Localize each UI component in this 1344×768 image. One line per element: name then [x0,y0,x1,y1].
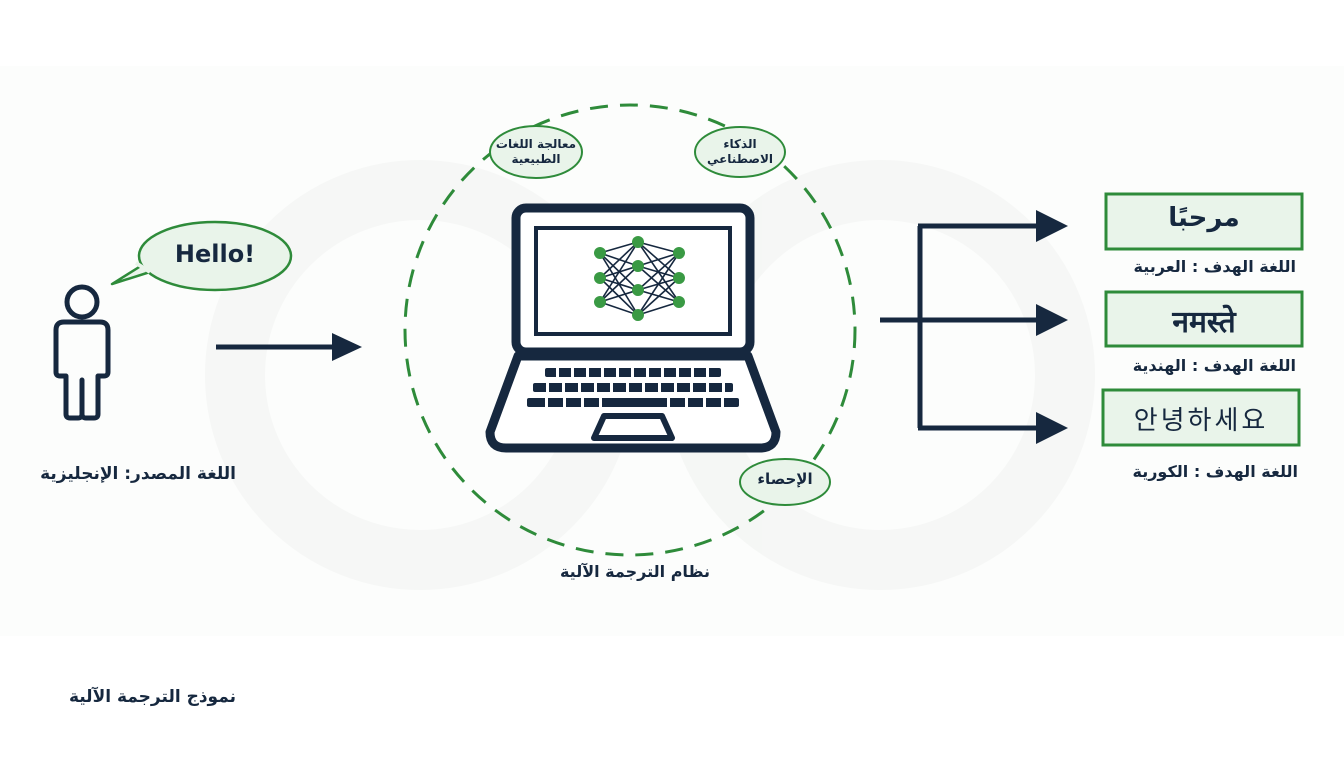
neural-node [632,309,644,321]
neural-link [599,289,639,303]
neural-link [637,301,680,316]
neural-node [632,260,644,272]
target-box-arabic [1104,192,1304,251]
output-arrowheads [1036,210,1068,444]
target-text-korean: 안녕하세요 [1133,406,1269,436]
input-arrow [216,333,362,361]
neural-link [637,241,680,254]
neural-node [673,296,685,308]
tag-statistics-line1: الإحصاء [757,470,813,488]
speech-bubble-text: Hello! [174,240,256,268]
target-label-arabic: اللغة الهدف : العربية [1133,257,1296,276]
neural-node [632,284,644,296]
laptop-icon [485,203,781,453]
neural-node [673,247,685,259]
neural-link [637,252,680,267]
neural-link [599,241,639,303]
neural-link [599,301,639,316]
neural-node [594,296,606,308]
neural-link [637,252,680,316]
neural-network-icon [594,236,685,321]
neural-node [594,272,606,284]
laptop-touchpad [591,413,675,441]
footer-title: نموذج الترجمة الآلية [68,687,236,707]
source-language-label: اللغة المصدر: الإنجليزية [40,464,236,484]
tag-ai-line2: الاصطناعي [706,152,774,166]
target-text-arabic: مرحبًا [1168,203,1240,233]
neural-link [637,252,680,291]
neural-link [637,277,680,316]
neural-link [599,241,639,254]
tag-nlp-line1: معالجة اللغات [495,137,577,151]
neural-node [673,272,685,284]
tag-ai-line1: الذكاء [723,137,757,151]
target-box-hindi [1104,290,1304,348]
speech-bubble [110,220,293,292]
tag-ai-text: الذكاء الاصطناعي [696,137,784,167]
target-label-hindi: اللغة الهدف : الهندية [1132,356,1296,375]
tag-nlp-line2: الطبيعية [511,152,561,166]
person-icon [53,284,111,421]
tag-ai [694,126,786,178]
system-label: نظام الترجمة الآلية [559,562,711,581]
system-boundary-circle [403,103,857,557]
output-arrows [880,223,1042,431]
target-text-hindi: नमस्ते [1172,305,1236,340]
tag-nlp [489,125,583,179]
target-box-korean [1101,388,1301,447]
neural-link [599,241,639,279]
tag-statistics [739,458,831,506]
neural-node [594,247,606,259]
tag-nlp-text: معالجة اللغات الطبيعية [492,137,580,167]
neural-node [632,236,644,248]
neural-link [599,265,639,303]
tag-statistics-text: الإحصاء [741,472,829,487]
target-label-korean: اللغة الهدف : الكورية [1132,462,1299,481]
